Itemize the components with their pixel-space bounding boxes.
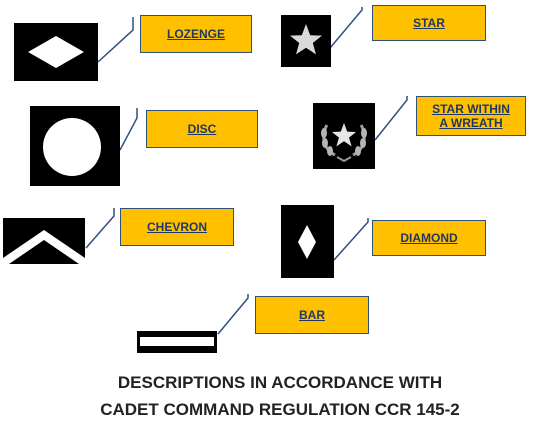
disc-icon — [43, 118, 101, 176]
star-wreath-icon — [321, 123, 367, 163]
star-icon — [290, 24, 322, 55]
lozenge-symbol — [14, 23, 98, 81]
caption-line-1: DESCRIPTIONS IN ACCORDANCE WITH — [117, 373, 443, 392]
leader-bar — [217, 294, 249, 335]
leader-star-wreath — [374, 96, 408, 141]
label-disc: DISC — [146, 110, 258, 148]
chevron-icon — [3, 230, 85, 264]
label-star-wreath: STAR WITHIN A WREATH — [416, 96, 526, 136]
leader-disc — [119, 108, 138, 151]
label-star: STAR — [372, 5, 486, 41]
star-wreath-symbol — [313, 103, 375, 169]
leader-chevron — [85, 208, 115, 249]
label-chevron: CHEVRON — [120, 208, 234, 246]
star-symbol — [281, 15, 331, 67]
bar-symbol — [137, 331, 217, 353]
chevron-symbol — [3, 218, 85, 264]
diamond-icon — [298, 225, 316, 259]
label-diamond: DIAMOND — [372, 220, 486, 256]
leader-lozenge — [97, 17, 134, 63]
leader-star — [329, 7, 363, 49]
caption-line-2: CADET COMMAND REGULATION CCR 145-2 — [100, 400, 460, 419]
label-lozenge: LOZENGE — [140, 15, 252, 53]
lozenge-icon — [28, 36, 84, 68]
diamond-symbol — [281, 205, 334, 278]
disc-symbol — [30, 106, 120, 186]
leader-diamond — [333, 218, 369, 261]
label-bar: BAR — [255, 296, 369, 334]
bar-icon — [140, 337, 214, 346]
